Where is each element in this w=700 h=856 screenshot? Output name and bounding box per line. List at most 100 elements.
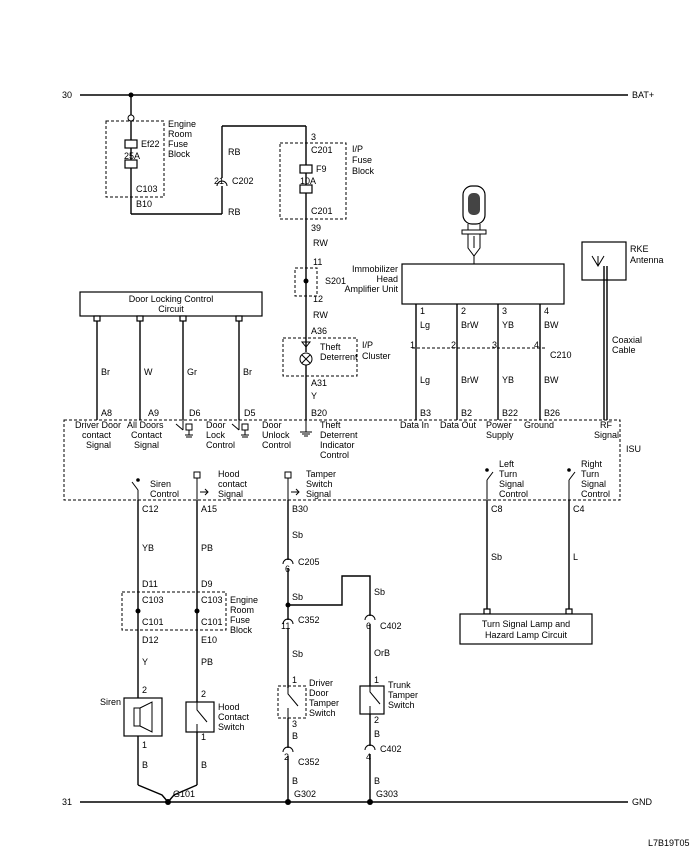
left-turn-switch-icon bbox=[485, 468, 494, 500]
pin-c4: C4 bbox=[573, 504, 585, 514]
trunk-wire-sb: Sb bbox=[374, 587, 385, 597]
c402-pin: 6 bbox=[366, 621, 371, 631]
hood-switch-line1: Hood bbox=[218, 702, 240, 712]
bat-plus-label: BAT+ bbox=[632, 90, 654, 100]
tamper-sig-line1: Tamper bbox=[306, 469, 336, 479]
b22-line2: Supply bbox=[486, 430, 514, 440]
immo-pin1: 1 bbox=[420, 306, 425, 316]
pin-a15: A15 bbox=[201, 504, 217, 514]
door-lock-switch-icon bbox=[175, 420, 193, 438]
ip-fuse-line3: Block bbox=[352, 166, 375, 176]
wire-d5: Br bbox=[243, 367, 252, 377]
c210-label: C210 bbox=[550, 350, 572, 360]
ef22-label: Ef22 bbox=[141, 139, 160, 149]
ip-fuse-line1: I/P bbox=[352, 144, 363, 154]
rturn-line1: Right bbox=[581, 459, 603, 469]
siren-wire-b: B bbox=[142, 760, 148, 770]
theft-indicator-ground-icon bbox=[300, 420, 312, 437]
f9-amp: 10A bbox=[300, 176, 316, 186]
driver-tamper-line2: Door bbox=[309, 688, 329, 698]
d5-line2: Unlock bbox=[262, 430, 290, 440]
c402-bottom-label: C402 bbox=[380, 744, 402, 754]
c202-label: C202 bbox=[232, 176, 254, 186]
immo-pin4: 4 bbox=[544, 306, 549, 316]
efb2-line4: Block bbox=[230, 625, 253, 635]
c402-bottom-connector-icon bbox=[364, 744, 376, 751]
lturn-line4: Control bbox=[499, 489, 528, 499]
trunk-branch-wire bbox=[288, 575, 371, 616]
immobilizer-wires bbox=[412, 304, 546, 420]
c352-bottom-label: C352 bbox=[298, 757, 320, 767]
isu-label: ISU bbox=[626, 444, 641, 454]
s201-wire-bottom: RW bbox=[313, 310, 328, 320]
ip-fuse-pin-top: 3 bbox=[311, 132, 316, 142]
ip-fuse-line2: Fuse bbox=[352, 155, 372, 165]
pin-b3: B3 bbox=[420, 408, 431, 418]
trunk-sw-pin1: 1 bbox=[374, 675, 379, 685]
ip-fuse-block bbox=[279, 142, 347, 220]
immobilizer-line3: Amplifier Unit bbox=[344, 284, 398, 294]
pin-b2: B2 bbox=[461, 408, 472, 418]
b3-line1: Data In bbox=[400, 420, 429, 430]
immo-wire2: BrW bbox=[461, 320, 479, 330]
b22-line1: Power bbox=[486, 420, 512, 430]
pin-c8: C8 bbox=[491, 504, 503, 514]
rturn-line3: Signal bbox=[581, 479, 606, 489]
turn-wire-sb: Sb bbox=[491, 552, 502, 562]
siren-pin1: 1 bbox=[142, 740, 147, 750]
pin-d9: D9 bbox=[201, 579, 213, 589]
trunk-wire-b: B bbox=[374, 729, 380, 739]
engine-fuse-block bbox=[105, 120, 165, 198]
hood-sig-line3: Signal bbox=[218, 489, 243, 499]
d6-line1: Door bbox=[206, 420, 226, 430]
g101-label: G101 bbox=[173, 789, 195, 799]
c402-connector-icon bbox=[364, 614, 376, 621]
rke-line2: Antenna bbox=[630, 255, 664, 265]
coax-line2: Cable bbox=[612, 345, 636, 355]
hood-pin1: 1 bbox=[201, 732, 206, 742]
c202-wire-bottom: RB bbox=[228, 207, 241, 217]
g303-label: G303 bbox=[376, 789, 398, 799]
b10-label: B10 bbox=[136, 199, 152, 209]
f9-label: F9 bbox=[316, 164, 327, 174]
immo-wire1: Lg bbox=[420, 320, 430, 330]
siren-ctrl-line2: Control bbox=[150, 489, 179, 499]
driver-tamper-line4: Switch bbox=[309, 708, 336, 718]
wire-b3: Lg bbox=[420, 375, 430, 385]
c202-wire-top: RB bbox=[228, 147, 241, 157]
c352-bottom-connector-icon bbox=[282, 746, 294, 753]
c205-connector-icon bbox=[282, 558, 294, 565]
trunk-tamper-switch-box bbox=[359, 685, 385, 715]
theft-lamp-line2: Deterrent bbox=[320, 352, 358, 362]
driver-tamper-switch-box bbox=[277, 685, 307, 719]
ip-fuse-pin-bottom: 39 bbox=[311, 223, 321, 233]
tamper-sig-line3: Signal bbox=[306, 489, 331, 499]
door-lock-circuit-line2: Circuit bbox=[158, 304, 184, 314]
immo-pin2: 2 bbox=[461, 306, 466, 316]
wire-b2: BrW bbox=[461, 375, 479, 385]
lturn-line2: Turn bbox=[499, 469, 517, 479]
immobilizer-line2: Head bbox=[376, 274, 398, 284]
rf-line1: Signal bbox=[594, 430, 619, 440]
s201-wire-top: RW bbox=[313, 238, 328, 248]
wire-a8: Br bbox=[101, 367, 110, 377]
tamper-sig-line2: Switch bbox=[306, 479, 333, 489]
immo-wire3: YB bbox=[502, 320, 514, 330]
efb2-line2: Room bbox=[230, 605, 254, 615]
hood-wire-pb: PB bbox=[201, 543, 213, 553]
a9-line1: All Doors bbox=[127, 420, 164, 430]
efb2-line1: Engine bbox=[230, 595, 258, 605]
a8-line2: contact bbox=[82, 430, 112, 440]
figure-code: L7B19T05 bbox=[648, 838, 690, 848]
c101-left: C101 bbox=[142, 617, 164, 627]
driver-sw-pin1: 1 bbox=[292, 675, 297, 685]
turn-signal-lamp-circuit-box bbox=[459, 613, 593, 645]
driver-tamper-switch-icon bbox=[287, 686, 299, 718]
c101-right: C101 bbox=[201, 617, 223, 627]
door-lock-circuit-line1: Door Locking Control bbox=[129, 294, 214, 304]
pin-a8: A8 bbox=[101, 408, 112, 418]
hood-sig-line2: contact bbox=[218, 479, 248, 489]
c210-pin3: 3 bbox=[492, 340, 497, 350]
siren-ctrl-line1: Siren bbox=[150, 479, 171, 489]
